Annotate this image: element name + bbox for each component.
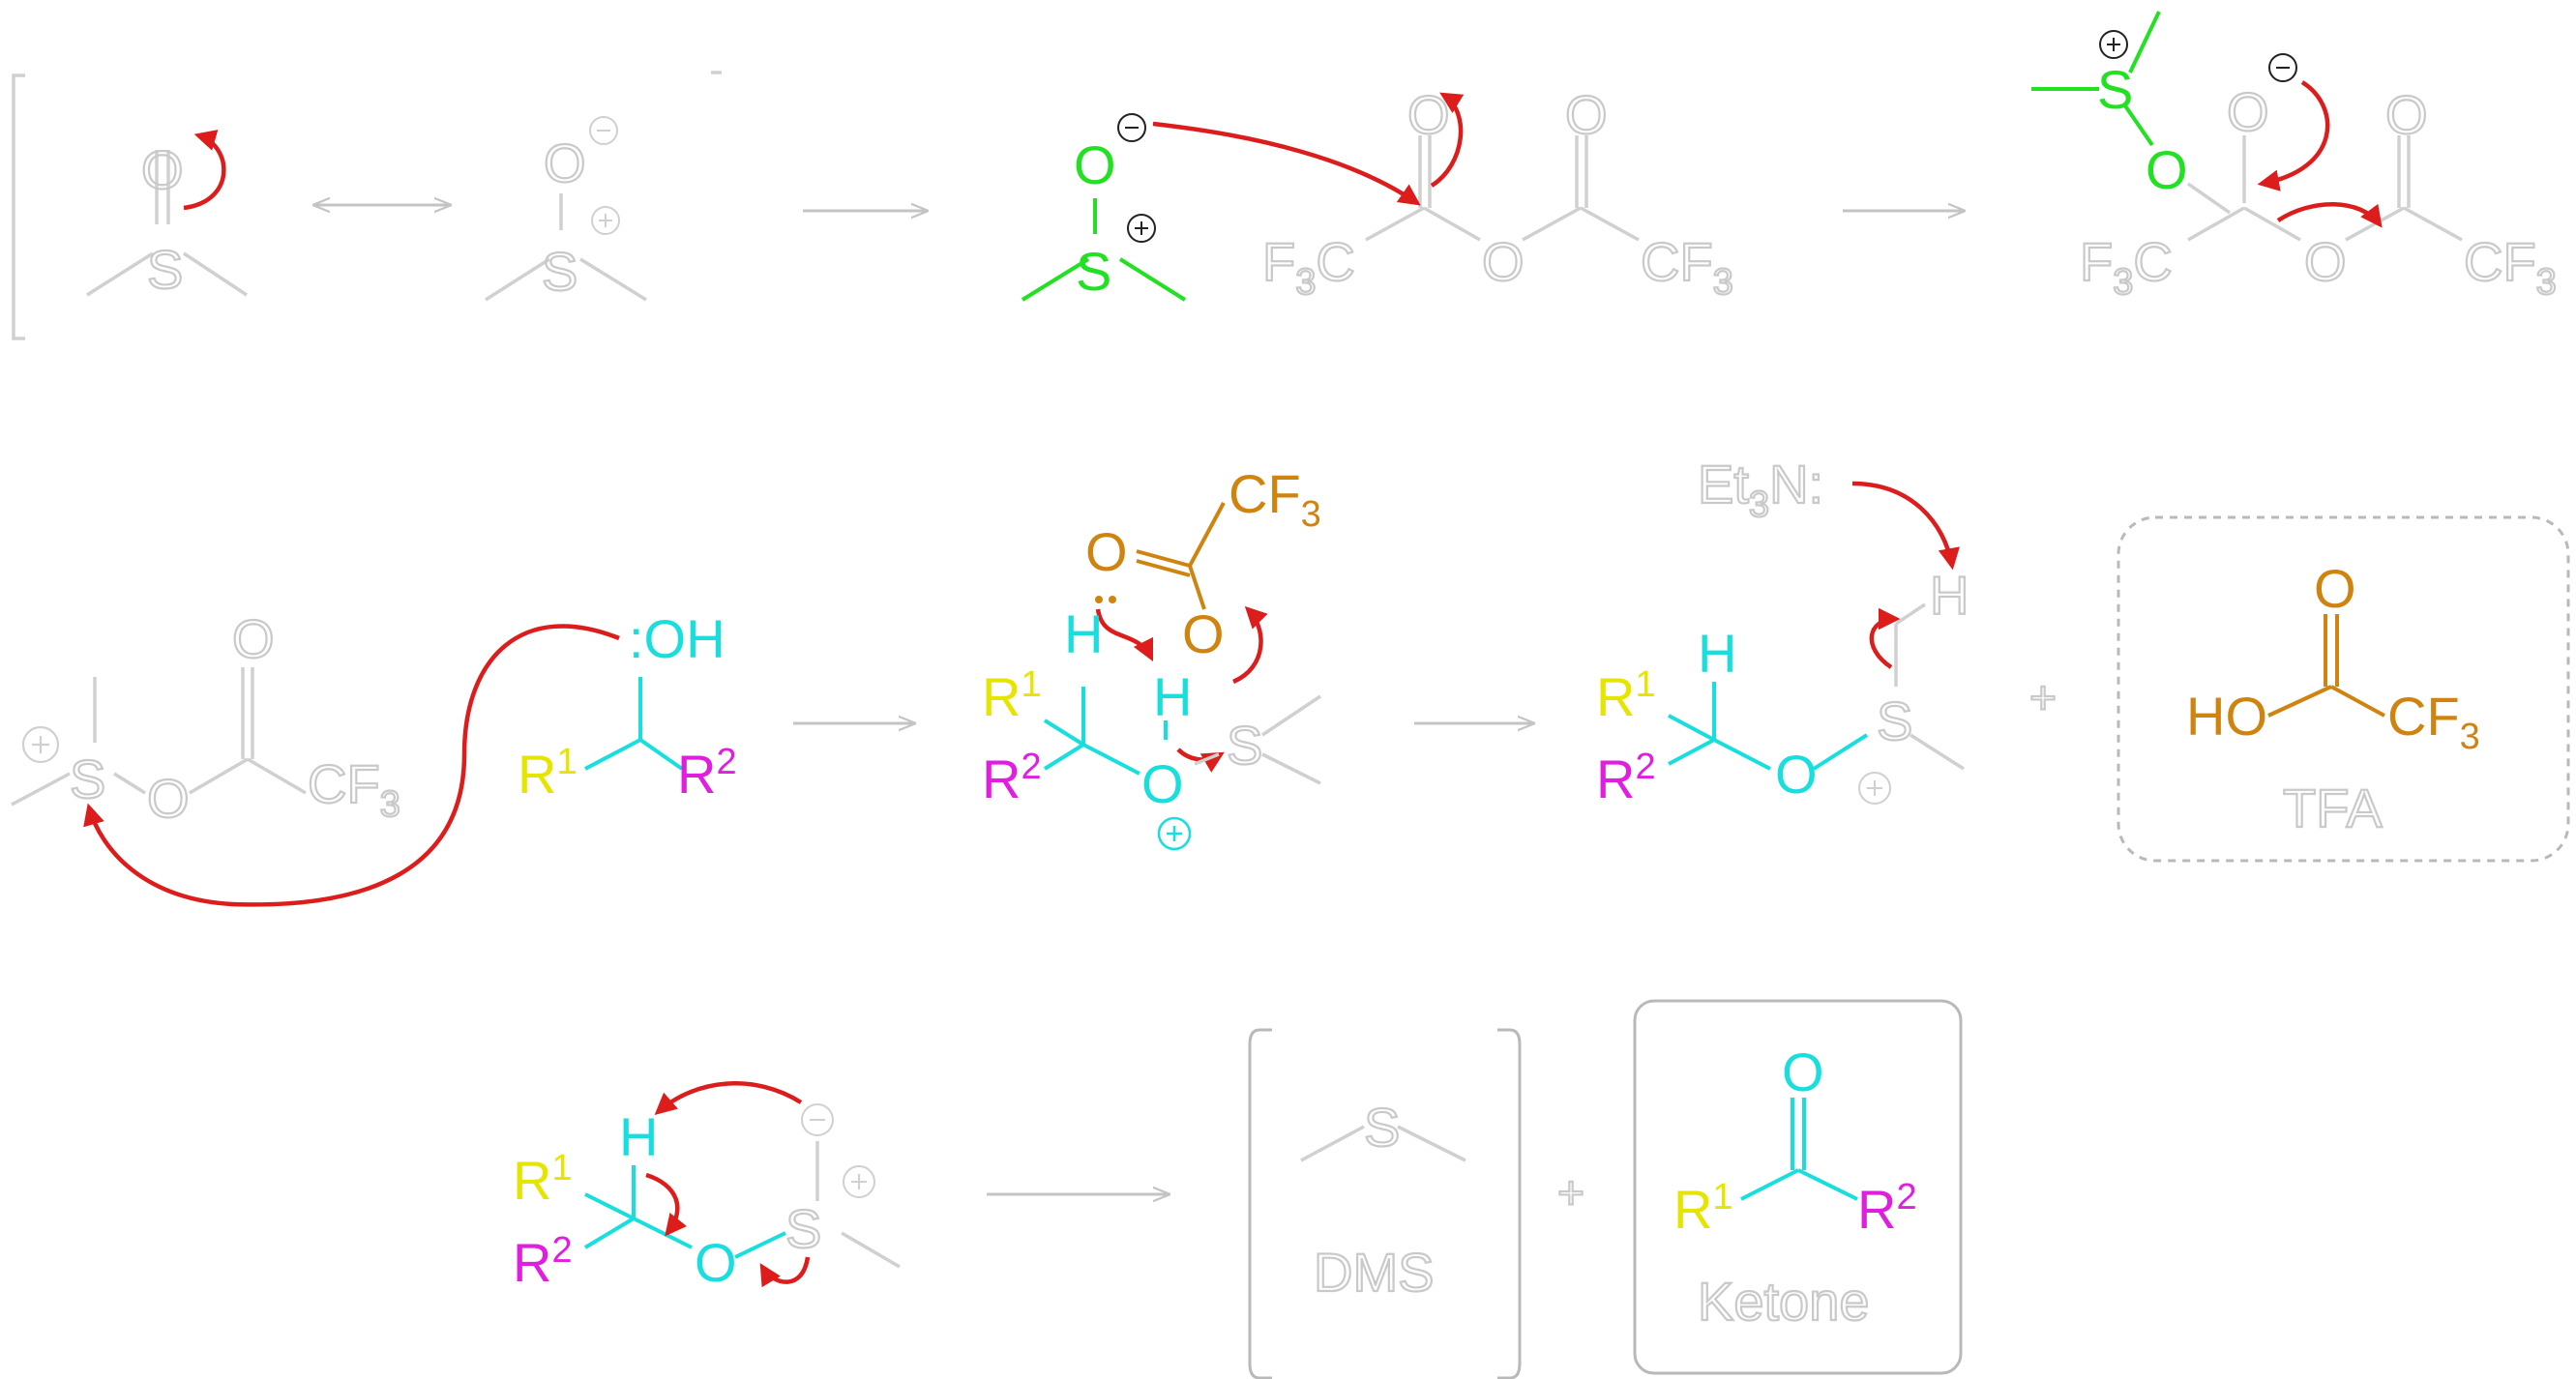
sulfur-atom: S	[70, 748, 105, 809]
sulfur-atom: S	[147, 239, 183, 300]
r1-substituent: R1	[513, 1148, 573, 1211]
plus-sign: +	[2029, 673, 2057, 724]
resonance-bracket-left	[12, 73, 25, 340]
curved-electron-arrow-icon	[83, 624, 620, 907]
carboxylate-oxygen: O	[1182, 603, 1225, 664]
hydrogen-atom: H	[1698, 623, 1736, 684]
sulfur-atom: S	[2097, 59, 2133, 120]
ketone-product-box: O R1 R2 Ketone	[1633, 999, 1963, 1375]
tfa-label: TFA	[2283, 778, 2383, 838]
r1-substituent: R1	[518, 742, 577, 805]
sulfur-ylide-intermediate: H O R1 R2 S	[513, 1081, 901, 1293]
tfaa-molecule: F3C O O O CF3	[1152, 83, 1734, 304]
hydrogen-atom: H	[1064, 603, 1103, 664]
r2-substituent: R2	[982, 747, 1042, 809]
carbonyl-oxygen: O	[232, 608, 275, 669]
tetrahedral-intermediate: S O O F3C O O CF3	[2031, 11, 2558, 304]
row3-elimination: H O R1 R2 S S	[513, 999, 1963, 1379]
carbonyl-oxygen: O	[1085, 521, 1128, 582]
curved-electron-arrow-icon	[645, 1172, 688, 1237]
r2-substituent: R2	[1596, 747, 1656, 809]
ether-oxygen: O	[695, 1232, 737, 1293]
hydroxyl-group: :OH	[629, 608, 725, 669]
r2-substituent: R2	[513, 1230, 573, 1293]
r1-substituent: R1	[1673, 1177, 1733, 1240]
hydroxyl-group: HO	[2186, 686, 2267, 747]
curved-electron-arrow-icon	[1152, 121, 1421, 206]
r2-substituent: R2	[1857, 1177, 1917, 1240]
dms-product-box: S DMS	[1248, 1028, 1522, 1379]
ester-oxygen: O	[147, 768, 190, 829]
bridge-oxygen: O	[1482, 231, 1525, 292]
cf3-group: CF3	[1229, 463, 1321, 535]
dms-label: DMS	[1314, 1242, 1434, 1303]
curved-electron-arrow-icon	[183, 130, 226, 211]
curved-electron-arrow-icon	[759, 1256, 811, 1288]
cf3-group: CF3	[308, 753, 400, 825]
cf3-group: F3C	[2080, 231, 2173, 303]
ketone-label: Ketone	[1698, 1271, 1870, 1332]
oxygen-atom: O	[2146, 139, 2188, 200]
cf3-group: CF3	[1641, 231, 1733, 303]
carbonyl-oxygen: O	[1565, 84, 1608, 145]
r1-substituent: R1	[1596, 664, 1656, 727]
bridge-oxygen: O	[2304, 231, 2347, 292]
carbonyl-oxygen: O	[2385, 84, 2428, 145]
sulfur-atom: S	[1877, 690, 1912, 751]
dmso-resonance-2: S O	[485, 116, 647, 303]
carbonyl-oxygen: O	[2314, 558, 2356, 619]
sulfur-atom: S	[1076, 241, 1111, 302]
cf3-group: CF3	[2464, 231, 2557, 303]
sulfur-atom: S	[542, 241, 577, 302]
curved-electron-arrow-icon	[1869, 607, 1901, 669]
row1-dmso-activation: S O S O S O	[12, 11, 2558, 340]
oxonium-oxygen: O	[1141, 753, 1184, 814]
ether-oxygen: O	[1775, 744, 1818, 805]
r1-substituent: R1	[982, 664, 1042, 727]
curved-electron-arrow-icon	[1430, 92, 1465, 188]
sulfur-atom: S	[1364, 1097, 1400, 1158]
row2-alcohol-attack: S O O CF3 :OH R1 R2 CF3 O	[11, 453, 2570, 907]
dmso-resonance-1: S O	[86, 130, 248, 301]
carbonyl-oxygen: O	[1782, 1042, 1824, 1102]
alkoxide-oxygen: O	[2227, 81, 2269, 142]
oxygen-atom: O	[544, 132, 586, 193]
curved-electron-arrow-icon	[1851, 481, 1960, 571]
oxygen-atom: O	[141, 139, 184, 200]
hydrogen-atom: H	[1930, 565, 1969, 626]
sulfur-atom: S	[785, 1198, 821, 1259]
sulfur-atom: S	[1227, 715, 1262, 776]
hydrogen-atom: H	[619, 1106, 658, 1167]
r2-substituent: R2	[677, 742, 737, 805]
hydrogen-atom: H	[1153, 666, 1192, 727]
alkoxysulfonium-ion: Et3N: H S H O R1 R2	[1596, 453, 1970, 809]
curved-electron-arrow-icon	[2276, 202, 2383, 228]
curved-electron-arrow-icon	[2257, 80, 2330, 191]
alcohol-substrate: :OH R1 R2	[83, 608, 737, 907]
triethylamine: Et3N:	[1698, 454, 1823, 525]
cf3-group: F3C	[1262, 231, 1355, 303]
curved-electron-arrow-icon	[1232, 605, 1268, 685]
alkoxysulfonium-precursor: S O O CF3	[11, 607, 401, 830]
carbonyl-oxygen: O	[1407, 84, 1450, 145]
plus-sign: +	[1557, 1168, 1584, 1219]
protonated-intermediate: CF3 O O H R1 R2 H O S	[982, 463, 1321, 851]
curved-electron-arrow-icon	[1095, 608, 1154, 662]
oxygen-atom: O	[1074, 134, 1116, 195]
curved-electron-arrow-icon	[654, 1081, 803, 1115]
tfa-byproduct-box: HO O CF3 TFA	[2117, 515, 2570, 863]
cf3-group: CF3	[2387, 686, 2480, 757]
dmso-nucleophile: S O	[1021, 113, 1187, 302]
